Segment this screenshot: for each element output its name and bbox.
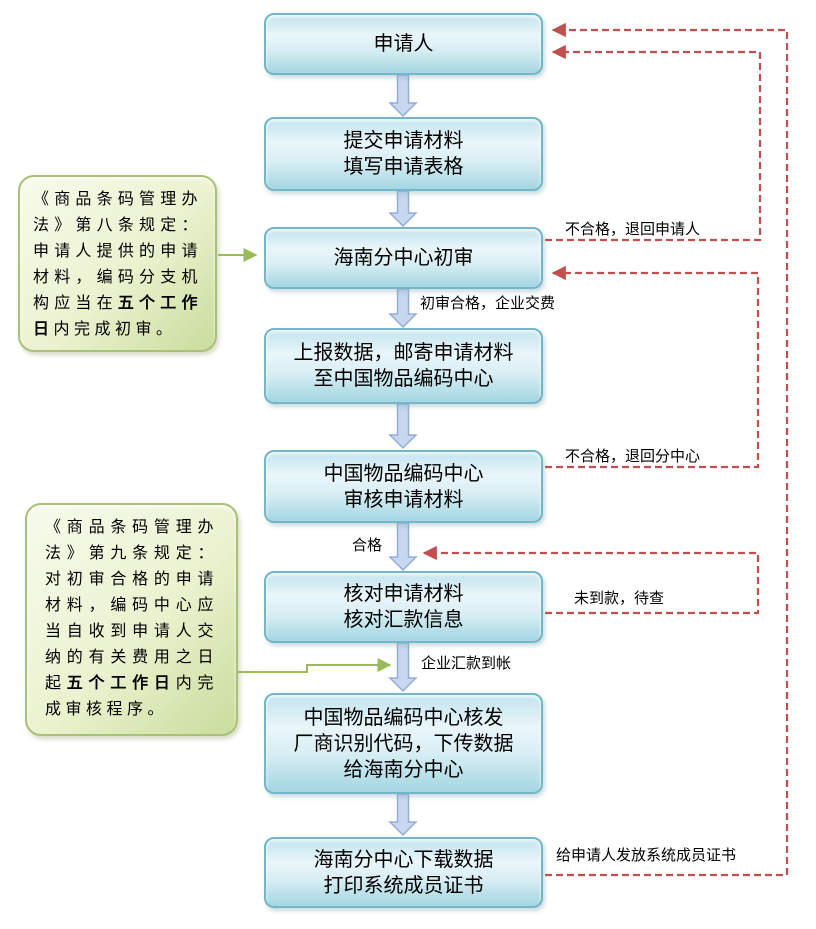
flow-box-text: 核对申请材料: [343, 583, 464, 605]
flow-box-print-certificate: 海南分中心下载数据 打印系统成员证书: [264, 837, 543, 908]
flow-box-report-data: 上报数据，邮寄申请材料 至中国物品编码中心: [264, 328, 543, 404]
label-pass: 合格: [352, 537, 383, 554]
flow-box-hainan-initial-review: 海南分中心初审: [264, 227, 543, 289]
down-block-arrow: [388, 642, 418, 693]
label-initial-pass: 初审合格，企业交费: [420, 295, 556, 312]
label-payment-pending: 未到款，待查: [574, 590, 665, 607]
down-block-arrow: [388, 522, 418, 572]
note-article-8: 《商品条码管理办法》第八条规定：申请人提供的申请材料，编码分支机构应当在五个工作…: [18, 175, 217, 352]
label-remittance-received: 企业汇款到帐: [421, 655, 512, 672]
flow-box-text: 厂商识别代码，下传数据: [293, 732, 514, 755]
note2-connector-arrow: [238, 658, 392, 673]
flow-box-text: 打印系统成员证书: [323, 874, 484, 897]
down-block-arrow: [388, 288, 418, 329]
note-text: 内完成审核程序。: [45, 675, 218, 718]
note-text: 内完成初审。: [53, 321, 177, 338]
edge-issue-certificate-line: [545, 22, 789, 877]
flow-down-arrows: [388, 74, 418, 837]
label-fail-return-applicant: 不合格，退回申请人: [565, 221, 701, 238]
flow-box-submit-materials: 提交申请材料 填写申请表格: [264, 117, 543, 191]
edge-fail-return-applicant-line: [545, 44, 762, 242]
note-article-9: 《商品条码管理办法》第九条规定：对初审合格的申请材料，编码中心应当自收到申请人交…: [25, 503, 238, 736]
down-block-arrow: [388, 74, 418, 118]
note-text-bold: 五个工作日: [33, 295, 202, 338]
flow-box-text: 给海南分中心: [343, 758, 464, 781]
flow-box-issue-code: 中国物品编码中心核发 厂商识别代码，下传数据 给海南分中心: [264, 693, 543, 794]
down-block-arrow: [388, 190, 418, 228]
flow-box-applicant: 申请人: [264, 13, 543, 75]
flow-box-verify-materials: 核对申请材料 核对汇款信息: [264, 571, 543, 643]
edge-fail-return-branch-line: [545, 265, 760, 469]
edge-payment-pending-line: [422, 545, 760, 615]
flow-box-text: 申请人: [373, 33, 434, 55]
down-block-arrow: [388, 793, 418, 837]
note-text-bold: 五个工作日: [66, 675, 176, 692]
flow-box-text: 海南分中心下载数据: [313, 848, 494, 871]
flow-box-text: 海南分中心初审: [333, 247, 474, 269]
down-block-arrow: [388, 403, 418, 450]
flow-box-text: 中国物品编码中心核发: [303, 706, 504, 729]
note-text: 《商品条码管理办法》第九条规定：对初审合格的申请材料，编码中心应当自收到申请人交…: [45, 519, 218, 692]
flow-box-text: 上报数据，邮寄申请材料: [293, 342, 514, 364]
label-fail-return-branch: 不合格，退回分中心: [565, 448, 701, 465]
flow-box-text: 至中国物品编码中心: [313, 368, 494, 390]
label-issue-certificate: 给申请人发放系统成员证书: [556, 847, 737, 864]
flow-box-text: 审核申请材料: [343, 488, 464, 511]
flow-box-text: 中国物品编码中心: [323, 462, 484, 485]
flow-box-text: 填写申请表格: [343, 156, 464, 178]
note-text: 《商品条码管理办法》第八条规定：申请人提供的申请材料，编码分支机构应当在: [33, 191, 202, 312]
flow-box-text: 提交申请材料: [343, 130, 464, 152]
flow-box-ancc-review: 中国物品编码中心 审核申请材料: [264, 450, 543, 523]
flow-box-text: 核对汇款信息: [343, 609, 464, 631]
